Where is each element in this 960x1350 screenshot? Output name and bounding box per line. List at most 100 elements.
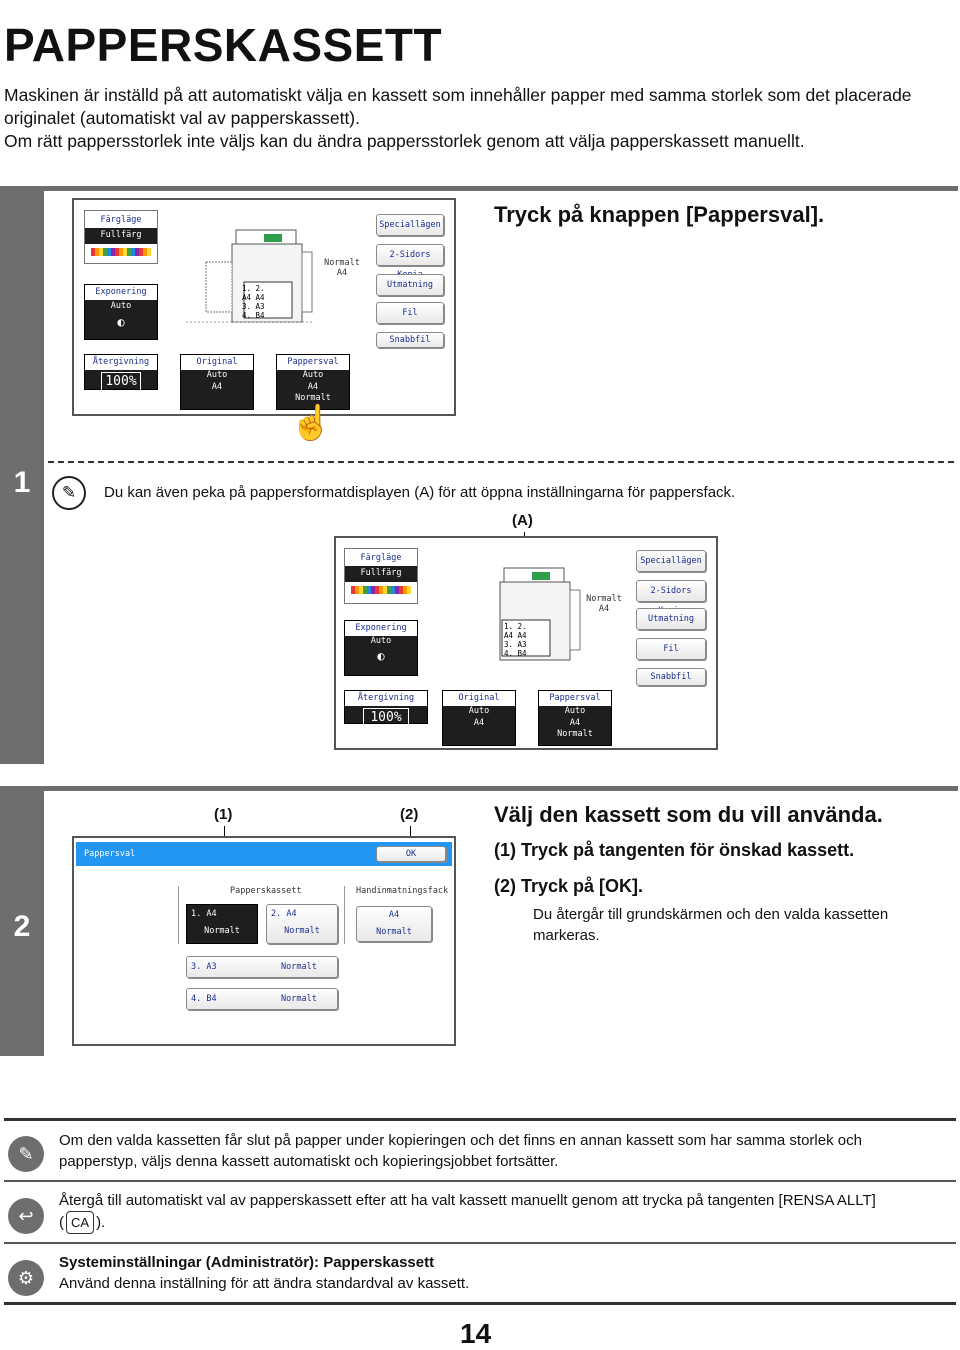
ratio-box-2[interactable]: Återgivning 100% — [344, 690, 428, 729]
ratio-label: Återgivning — [85, 355, 157, 371]
tray1-button[interactable]: 1. A4 Normalt — [186, 904, 258, 944]
paper-status-size-2: A4 — [598, 604, 610, 614]
paper-status-size: A4 — [336, 268, 348, 278]
tray2-label-2: 2. — [517, 622, 527, 631]
hand-pointer-icon: ☝ — [290, 404, 333, 442]
step2-heading: Välj den kassett som du vill använda. — [494, 802, 883, 827]
tray-display-2[interactable]: 1. 2. A4 A4 3. A3 4. B4 — [504, 622, 556, 658]
quick-file-button-2[interactable]: Snabbfil — [636, 668, 706, 686]
info-return-post: ). — [96, 1214, 106, 1231]
intro-line-2: originalet (automatiskt val av papperska… — [4, 108, 360, 128]
tray3-button[interactable]: 3. A3 Normalt — [186, 956, 338, 978]
exposure-value: Auto — [110, 301, 132, 312]
ratio-box[interactable]: Återgivning 100% — [84, 354, 158, 393]
step1-note: Du kan även peka på pappersformatdisplay… — [104, 484, 736, 501]
copy-screen-main: Färgläge Fullfärg Exponering Auto ◐ 1. 2… — [72, 198, 456, 416]
color-mode-value-2: Fullfärg — [345, 566, 417, 582]
copy-screen-secondary: Färgläge Fullfärg Exponering Auto ◐ 1. 2… — [334, 536, 718, 750]
exposure-box[interactable]: Exponering Auto ◐ — [84, 284, 158, 340]
color-meter-icon-2 — [351, 585, 411, 594]
paper-select-label: Pappersval — [277, 355, 349, 371]
file-button-2[interactable]: Fil — [636, 638, 706, 660]
paper-select-box[interactable]: Pappersval Auto A4 Normalt — [276, 354, 350, 410]
step1-instruction: Tryck på knappen [Pappersval]. — [494, 202, 825, 227]
tray4-button[interactable]: 4. B4 Normalt — [186, 988, 338, 1010]
duplex-copy-button[interactable]: 2-Sidors Kopia — [376, 244, 444, 280]
bypass-button[interactable]: A4 Normalt — [356, 906, 432, 942]
paper-select-label-2: Pappersval — [539, 691, 611, 707]
cassette-group-label: Papperskassett — [230, 886, 302, 896]
exposure-icon-2: ◐ — [377, 648, 385, 663]
paper-status: Normalt A4 — [318, 258, 366, 278]
tray1-label-2: 1. — [504, 622, 514, 631]
special-modes-button-2[interactable]: Speciallägen — [636, 550, 706, 572]
tray-select-title: Pappersval — [84, 849, 136, 859]
tray4-button-type: Normalt — [281, 994, 317, 1004]
step2-note-line-1: Du återgår till grundskärmen och den val… — [533, 906, 889, 923]
intro-text: Maskinen är inställd på att automatiskt … — [4, 84, 954, 153]
exposure-label-2: Exponering — [345, 621, 417, 637]
callout-a-label: (A) — [512, 512, 533, 529]
step1-divider — [48, 461, 954, 463]
info-note-line-1: Om den valda kassetten får slut på pappe… — [59, 1132, 862, 1149]
paper-status-2: Normalt A4 — [580, 594, 628, 614]
info-top-rule — [4, 1118, 956, 1121]
original-label-2: Original — [443, 691, 515, 707]
step1-top-rule — [0, 186, 958, 191]
ok-button[interactable]: OK — [376, 846, 446, 862]
tray-display[interactable]: 1. 2. A4 A4 3. A3 4. B4 — [242, 284, 294, 320]
output-button[interactable]: Utmatning — [376, 274, 444, 296]
info-settings-text: Använd denna inställning för att ändra s… — [59, 1275, 470, 1292]
tray1-label: 1. — [242, 284, 252, 293]
exposure-box-2[interactable]: Exponering Auto ◐ — [344, 620, 418, 676]
settings-gear-icon: ⚙ — [8, 1260, 44, 1296]
info-note: Om den valda kassetten får slut på pappe… — [59, 1130, 954, 1172]
color-mode-label: Färgläge — [85, 211, 157, 227]
page-title: PAPPERSKASSETT — [4, 19, 443, 71]
paper-select-box-2[interactable]: Pappersval Auto A4 Normalt — [538, 690, 612, 746]
info-return: Återgå till automatiskt val av papperska… — [59, 1190, 954, 1234]
paper-select-size-2: A4 — [569, 717, 581, 728]
tray2-size: A4 — [255, 293, 265, 302]
original-box-2[interactable]: Original Auto A4 — [442, 690, 516, 746]
paper-select-value-2: Auto — [564, 706, 586, 717]
info-settings-title: Systeminställningar (Administratör): Pap… — [59, 1254, 435, 1271]
special-modes-button[interactable]: Speciallägen — [376, 214, 444, 236]
color-mode-box[interactable]: Färgläge Fullfärg — [84, 210, 158, 264]
file-button[interactable]: Fil — [376, 302, 444, 324]
original-box[interactable]: Original Auto A4 — [180, 354, 254, 410]
color-mode-box-2[interactable]: Färgläge Fullfärg — [344, 548, 418, 604]
tray2-button-label: 2. A4 — [271, 909, 297, 919]
duplex-copy-button-2[interactable]: 2-Sidors Kopia — [636, 580, 706, 616]
machine-illustration — [186, 222, 314, 326]
tray1-size: A4 — [242, 293, 252, 302]
clear-all-key-icon: CA — [66, 1211, 95, 1234]
info-divider-1 — [4, 1180, 956, 1182]
original-size-2: A4 — [473, 717, 485, 728]
bypass-divider — [344, 886, 345, 944]
output-button-2[interactable]: Utmatning — [636, 608, 706, 630]
exposure-value-2: Auto — [370, 636, 392, 647]
info-divider-2 — [4, 1242, 956, 1244]
paper-status-type: Normalt — [324, 258, 360, 268]
note-pencil-icon: ✎ — [52, 476, 86, 510]
tray2-button[interactable]: 2. A4 Normalt — [266, 904, 338, 944]
original-label: Original — [181, 355, 253, 371]
tray2-label: 2. — [255, 284, 265, 293]
machine-illustration-2 — [454, 560, 582, 664]
tray4-line-2: 4. B4 — [504, 649, 527, 658]
cassette-divider — [178, 886, 179, 944]
info-bottom-rule — [4, 1302, 956, 1305]
color-meter-icon — [91, 247, 151, 256]
step1-number: 1 — [0, 186, 44, 764]
paper-select-type: Normalt — [295, 393, 331, 404]
original-size: A4 — [211, 381, 223, 392]
quick-file-button[interactable]: Snabbfil — [376, 332, 444, 348]
bypass-button-type: Normalt — [376, 927, 412, 938]
paper-select-value: Auto — [302, 370, 324, 381]
tray3-button-label: 3. A3 — [191, 962, 217, 972]
tray3-line-2: 3. A3 — [504, 640, 527, 649]
step2-sub2-note: Du återgår till grundskärmen och den val… — [533, 904, 953, 946]
info-note-line-2: papperstyp, väljs denna kassett automati… — [59, 1153, 559, 1170]
info-return-pre: ( — [59, 1214, 64, 1231]
